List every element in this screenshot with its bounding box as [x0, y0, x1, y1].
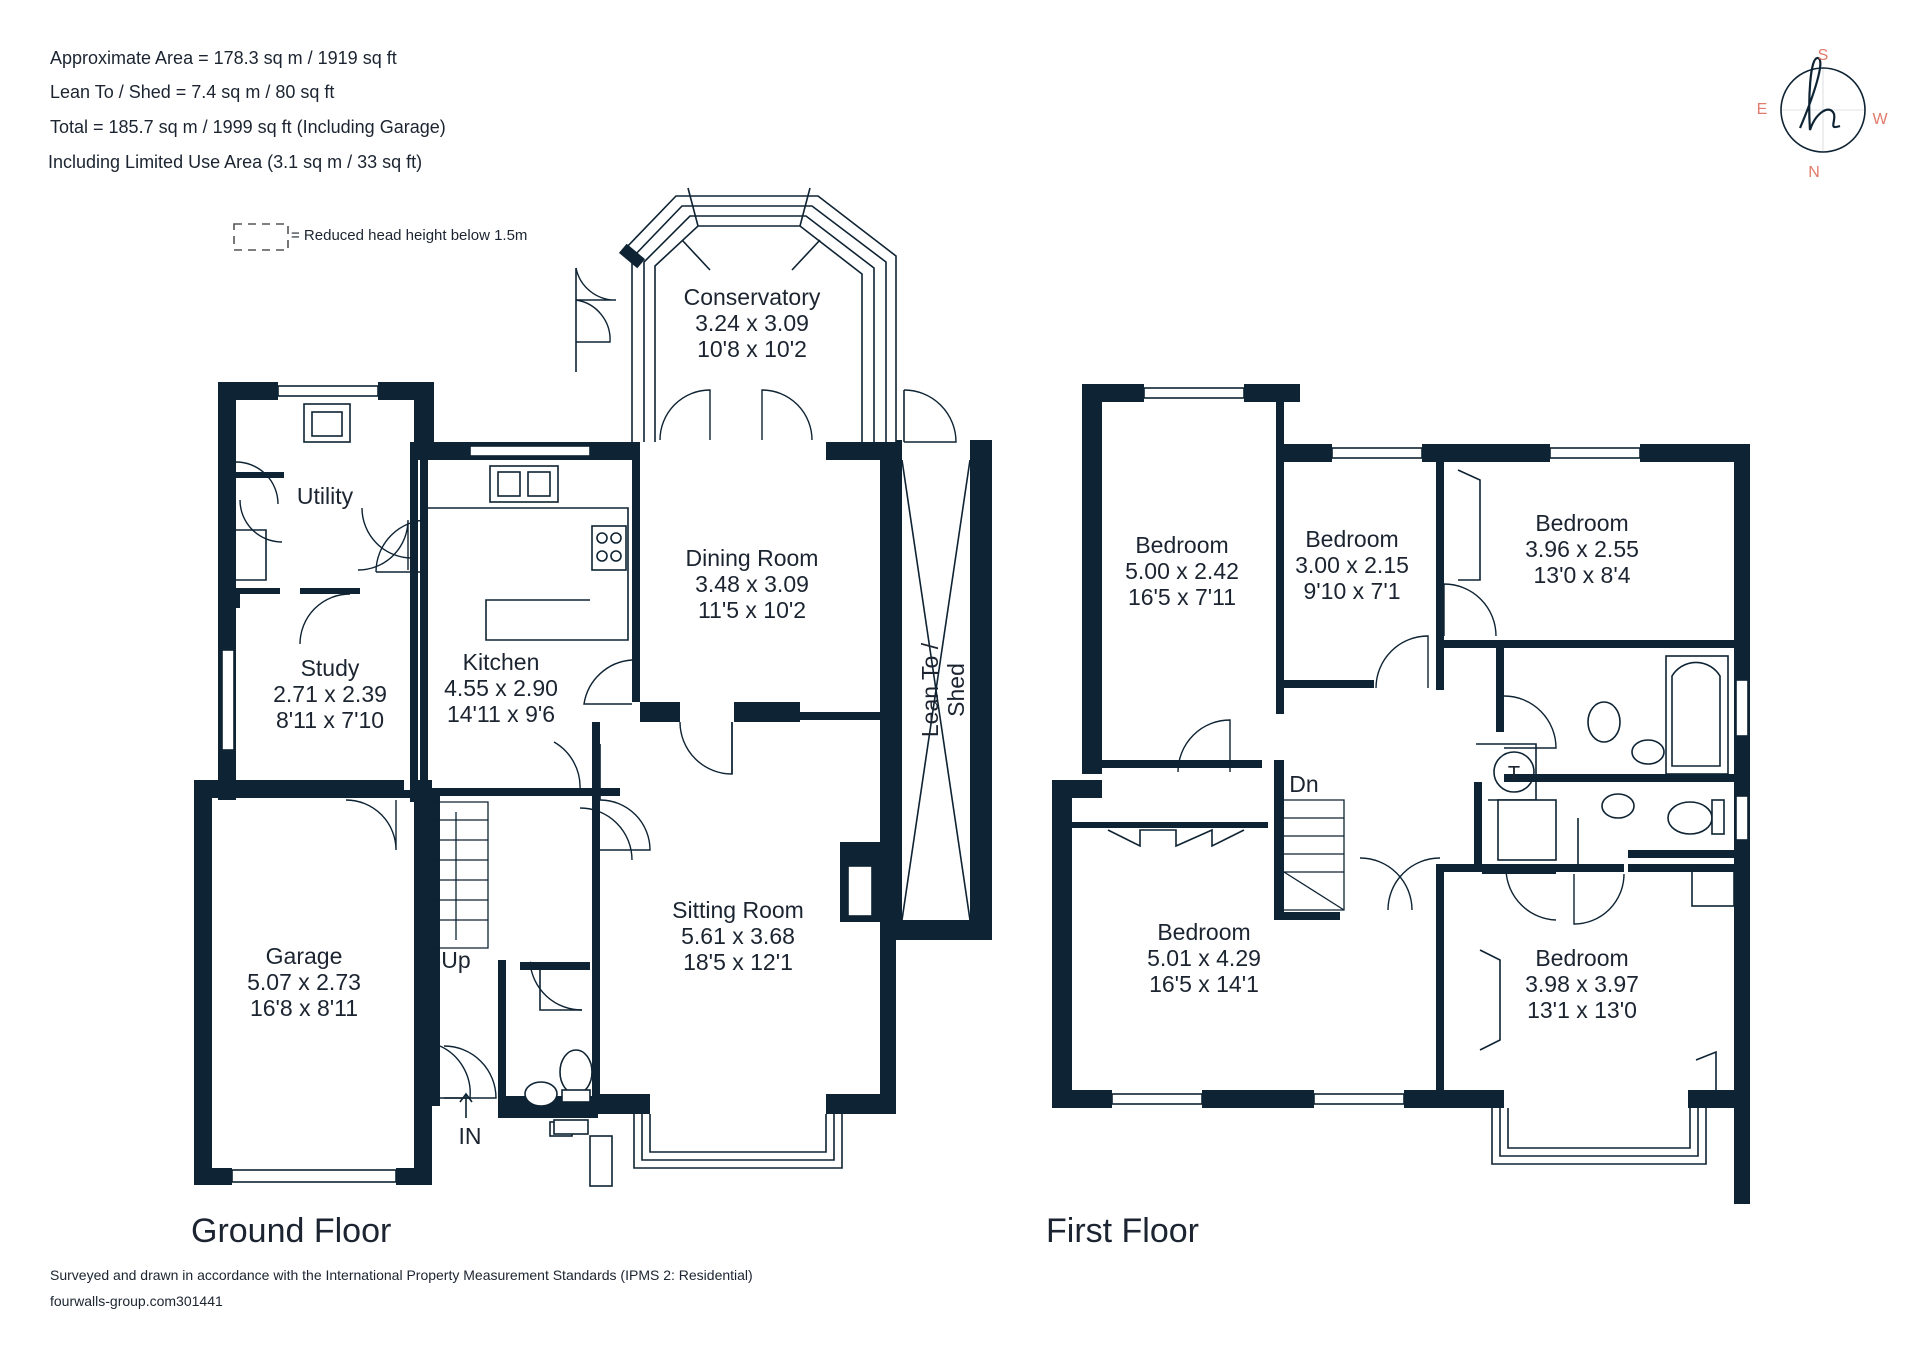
utility-name: Utility	[297, 483, 354, 509]
kitchen-window	[469, 445, 591, 457]
sitting-metric: 5.61 x 3.68	[681, 923, 795, 949]
garage-name: Garage	[266, 943, 343, 969]
compass-south: S	[1818, 47, 1829, 64]
dining-imperial: 11'5 x 10'2	[698, 597, 806, 623]
study-imperial: 8'11 x 7'10	[276, 707, 384, 733]
dining-metric: 3.48 x 3.09	[695, 571, 809, 597]
compass-ring-icon	[1780, 67, 1866, 153]
first-floor-plan: T	[1052, 384, 1750, 1204]
head-height-legend: = Reduced head height below 1.5m	[233, 223, 527, 251]
compass-east: E	[1757, 101, 1768, 118]
hot-water-tank-icon	[1493, 751, 1535, 793]
wc-basin-icon	[524, 1081, 558, 1107]
garage-imperial: 16'8 x 8'11	[250, 995, 358, 1021]
area-summary: Approximate Area = 178.3 sq m / 1919 sq …	[48, 48, 446, 172]
bath-toilet-icon	[1587, 701, 1621, 743]
first-stairs-label: Dn	[1289, 771, 1318, 797]
bed5-imperial: 13'1 x 13'0	[1527, 997, 1637, 1023]
conservatory-metric: 3.24 x 3.09	[695, 310, 809, 336]
bed4-window-west	[1111, 1093, 1203, 1105]
dining-name: Dining Room	[686, 545, 819, 571]
shower-toilet-icon	[1667, 801, 1713, 835]
first-stairs	[1283, 799, 1345, 911]
compass-west: W	[1872, 111, 1888, 128]
bed4-name: Bedroom	[1157, 919, 1250, 945]
bed3-metric: 3.96 x 2.55	[1525, 536, 1639, 562]
study-name: Study	[301, 655, 360, 681]
tank-label: T	[1508, 763, 1520, 785]
bed1-name: Bedroom	[1135, 532, 1228, 558]
logo-script-h-icon	[1798, 56, 1841, 131]
shower-basin-icon	[1601, 793, 1635, 819]
bed2-window	[1331, 447, 1423, 459]
bed4-metric: 5.01 x 4.29	[1147, 945, 1261, 971]
standards-note: Surveyed and drawn in accordance with th…	[50, 1267, 753, 1283]
area-line-limited-use: Including Limited Use Area (3.1 sq m / 3…	[48, 152, 422, 172]
study-metric: 2.71 x 2.39	[273, 681, 387, 707]
ground-floor-plan: Conservatory 3.24 x 3.09 10'8 x 10'2 Uti…	[194, 187, 992, 1187]
ground-floor-label: Ground Floor	[191, 1212, 391, 1250]
bed5-metric: 3.98 x 3.97	[1525, 971, 1639, 997]
bath-basin-icon	[1631, 739, 1665, 765]
bed2-metric: 3.00 x 2.15	[1295, 552, 1409, 578]
kitchen-name: Kitchen	[463, 649, 540, 675]
study-window	[221, 649, 235, 751]
ground-stairs	[426, 801, 489, 949]
conservatory-frame	[575, 187, 897, 442]
bed2-imperial: 9'10 x 7'1	[1303, 578, 1400, 604]
garage-door	[231, 1169, 397, 1183]
wc-toilet-icon	[559, 1049, 593, 1095]
dashed-box-icon	[233, 223, 289, 251]
kitchen-metric: 4.55 x 2.90	[444, 675, 558, 701]
lean-to-label-line2: Shed	[943, 663, 969, 717]
bed3-imperial: 13'0 x 8'4	[1533, 562, 1630, 588]
shower-tray-icon	[1497, 799, 1557, 861]
bed2-name: Bedroom	[1305, 526, 1398, 552]
garage-metric: 5.07 x 2.73	[247, 969, 361, 995]
area-line-total: Total = 185.7 sq m / 1999 sq ft (Includi…	[50, 117, 446, 137]
bed1-window	[1143, 387, 1245, 399]
compass-north: N	[1808, 164, 1820, 181]
conservatory-imperial: 10'8 x 10'2	[697, 336, 807, 362]
bed4-imperial: 16'5 x 14'1	[1149, 971, 1259, 997]
sitting-name: Sitting Room	[672, 897, 804, 923]
bed4-window-east	[1313, 1093, 1405, 1105]
kitchen-imperial: 14'11 x 9'6	[447, 701, 555, 727]
bath-icon	[1665, 655, 1729, 775]
utility-window	[277, 385, 379, 397]
bed1-imperial: 16'5 x 7'11	[1128, 584, 1236, 610]
ground-stairs-label: Up	[441, 947, 470, 973]
bed3-name: Bedroom	[1535, 510, 1628, 536]
compass-logo: S E W N	[1757, 47, 1889, 181]
bed5-name: Bedroom	[1535, 945, 1628, 971]
conservatory-name: Conservatory	[684, 284, 821, 310]
area-line-lean-to: Lean To / Shed = 7.4 sq m / 80 sq ft	[50, 82, 334, 102]
sitting-imperial: 18'5 x 12'1	[683, 949, 793, 975]
entrance-label: IN	[459, 1123, 482, 1149]
area-line-approx: Approximate Area = 178.3 sq m / 1919 sq …	[50, 48, 397, 68]
bed1-metric: 5.00 x 2.42	[1125, 558, 1239, 584]
sitting-side-window	[847, 865, 873, 917]
legend-text: = Reduced head height below 1.5m	[291, 227, 527, 244]
lean-to-label-line1: Lean To /	[917, 642, 943, 737]
bed3-window	[1549, 447, 1641, 459]
reference-code: fourwalls-group.com301441	[50, 1293, 223, 1309]
first-floor-label: First Floor	[1046, 1212, 1199, 1250]
hob-icon	[591, 525, 627, 571]
